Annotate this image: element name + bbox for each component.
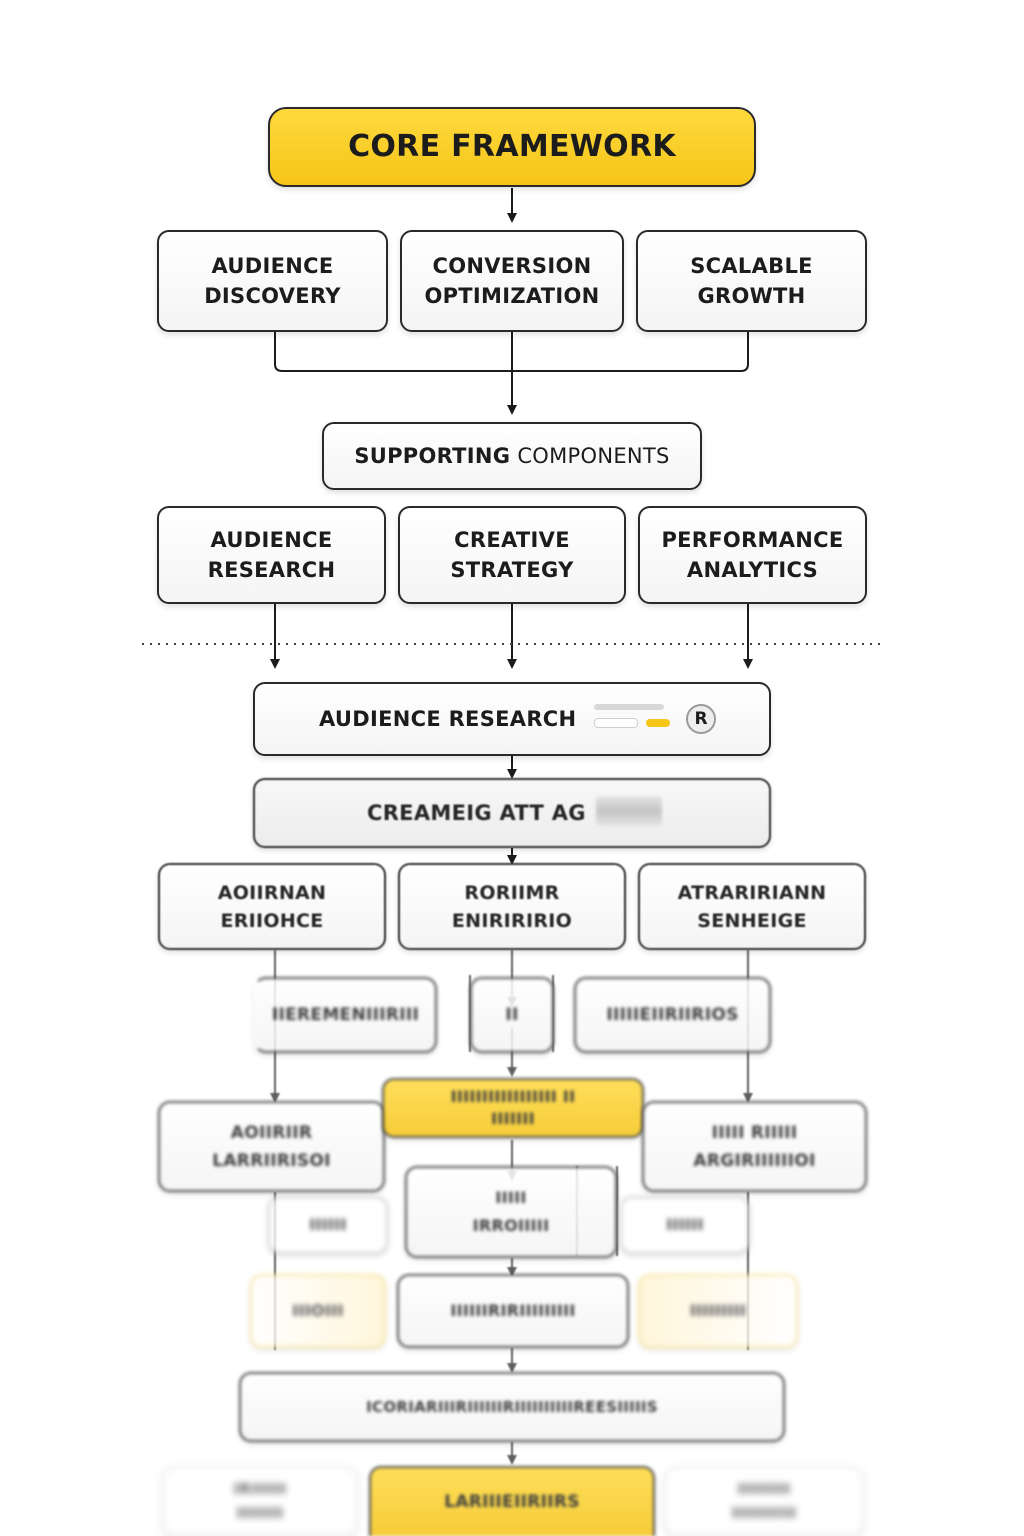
faded-row2-box-3: IIIIIEIIRIIRIOS — [574, 977, 771, 1053]
faded-row4-text-b: IRROIIIII — [472, 1216, 550, 1235]
faded-bottom-line2: IIIIIIIIIII — [731, 1504, 797, 1522]
component-line2: STRATEGY — [450, 558, 574, 582]
faded-row5-text: IIIOIII — [292, 1301, 344, 1320]
faded-wide-bar: ICORIARIIIRIIIIIIRIIIIIIIIIIREESIIIIIS — [239, 1372, 785, 1442]
faded-bottom-box-left: IRIIIIII IIIIIIII — [162, 1466, 358, 1536]
faded-row3-box-2: IIIIIIIIIIIIIIIII II IIIIIII — [382, 1078, 644, 1138]
component-creative-strategy: CREATIVE STRATEGY — [398, 506, 626, 604]
pillar-audience-discovery: AUDIENCE DISCOVERY — [157, 230, 388, 332]
pillar-line1: SCALABLE — [690, 254, 813, 278]
component-line1: PERFORMANCE — [661, 528, 844, 552]
faded-line1: IIIIIIIIIIIIIIIII II — [450, 1087, 576, 1106]
pillar-line1: AUDIENCE — [211, 254, 334, 278]
faded-row1-box-2: RORIIMR ENIRIRIRIO — [398, 863, 626, 950]
faded-line1: RORIIMR — [464, 881, 560, 904]
detail-bar-label: AUDIENCE RESEARCH — [319, 707, 577, 731]
pillar-line1: CONVERSION — [432, 254, 592, 278]
faded-line2: ENIRIRIRIO — [451, 909, 573, 932]
faded-row3-box-3: IIIII RIIIII ARGIRIIIIIIOI — [642, 1101, 867, 1192]
faded-row4-box-2: IIIII IRROIIIII — [405, 1166, 617, 1258]
faded-line2: LARRIIRISOI — [212, 1150, 331, 1171]
faded-row2-text: IIEREMENIIIRIII — [271, 1005, 420, 1025]
faded-row4-text-a: IIIII — [495, 1188, 527, 1207]
core-framework-title: CORE FRAMEWORK — [348, 129, 676, 164]
faded-wide-text: ICORIARIIIRIIIIIIRIIIIIIIIIIREESIIIIIS — [366, 1398, 658, 1416]
faded-line1: AOIIRNAN — [217, 881, 327, 904]
pillar-conversion-optimization: CONVERSION OPTIMIZATION — [400, 230, 624, 332]
faded-row2-box-2: II — [470, 977, 554, 1053]
faded-row5-box-3: IIIIIIIII — [638, 1274, 798, 1348]
faded-bar: CREAMEIG ATT AG — [253, 778, 771, 848]
faded-line2: ARGIRIIIIIIOI — [693, 1150, 816, 1171]
faded-line1: ATRARIRIANN — [677, 881, 827, 904]
audience-research-detail-bar: AUDIENCE RESEARCH — [253, 682, 771, 756]
faded-row2-text: IIIIIEIIRIIRIOS — [606, 1005, 739, 1025]
component-performance-analytics: PERFORMANCE ANALYTICS — [638, 506, 867, 604]
faded-row4-text: IIIIII — [666, 1215, 704, 1234]
faded-row4-text: IIIIII — [309, 1215, 347, 1234]
detail-bar-avatar-icon: R — [686, 704, 716, 734]
faded-row5-box-2: IIIIIIRIRIIIIIIIII — [397, 1274, 629, 1348]
component-audience-research: AUDIENCE RESEARCH — [157, 506, 386, 604]
faded-row4-box-3: IIIIII — [620, 1196, 750, 1254]
supporting-components-box: SUPPORTING COMPONENTS — [322, 422, 702, 490]
component-line2: RESEARCH — [207, 558, 336, 582]
supporting-light: COMPONENTS — [517, 444, 670, 468]
component-line1: CREATIVE — [454, 528, 570, 552]
faded-line2: IIIIIII — [491, 1109, 535, 1128]
faded-row5-text: IIIIIIIII — [689, 1301, 747, 1320]
faded-row2-text: II — [505, 1005, 519, 1025]
faded-row1-box-3: ATRARIRIANN SENHEIGE — [638, 863, 866, 950]
core-framework-box: CORE FRAMEWORK — [268, 107, 756, 187]
faded-bottom-box-center: LARIIIEIIRIIRS — [369, 1466, 655, 1536]
faded-bottom-line2: IIIIIIII — [236, 1504, 284, 1522]
faded-bar-placeholder — [596, 796, 662, 826]
faded-bottom-line1: IIIIIIIII — [737, 1480, 791, 1498]
faded-line2: SENHEIGE — [697, 909, 807, 932]
pillar-line2: GROWTH — [697, 284, 806, 308]
faded-line1: IIIII RIIIII — [711, 1122, 798, 1143]
faded-line2: ERIIOHCE — [220, 909, 324, 932]
detail-bar-badge-letter: R — [694, 709, 708, 729]
pillar-scalable-growth: SCALABLE GROWTH — [636, 230, 867, 332]
faded-bar-label: CREAMEIG ATT AG — [367, 801, 586, 825]
faded-row4-box-1: IIIIII — [268, 1196, 388, 1254]
detail-bar-placeholder-left — [594, 718, 638, 728]
faded-row5-box-1: IIIOIII — [250, 1274, 386, 1348]
faded-row3-box-1: AOIIRIIR LARRIIRISOI — [158, 1101, 385, 1192]
faded-bottom-line1: IRIIIIII — [233, 1480, 287, 1498]
detail-bar-placeholder-accent — [646, 719, 670, 727]
pillar-line2: OPTIMIZATION — [424, 284, 600, 308]
faded-row1-box-1: AOIIRNAN ERIIOHCE — [158, 863, 386, 950]
component-line2: ANALYTICS — [686, 558, 819, 582]
faded-row2-box-1: IIEREMENIIIRIII — [254, 977, 437, 1053]
faded-row5-text: IIIIIIRIRIIIIIIIII — [450, 1301, 576, 1320]
faded-bottom-box-right: IIIIIIIII IIIIIIIIIII — [664, 1466, 864, 1536]
component-line1: AUDIENCE — [210, 528, 333, 552]
supporting-bold: SUPPORTING — [354, 444, 511, 468]
faded-line1: AOIIRIIR — [230, 1122, 313, 1143]
faded-bottom-center-text: LARIIIEIIRIIRS — [444, 1492, 580, 1512]
pillar-line2: DISCOVERY — [204, 284, 341, 308]
detail-bar-placeholder-top — [594, 704, 664, 710]
